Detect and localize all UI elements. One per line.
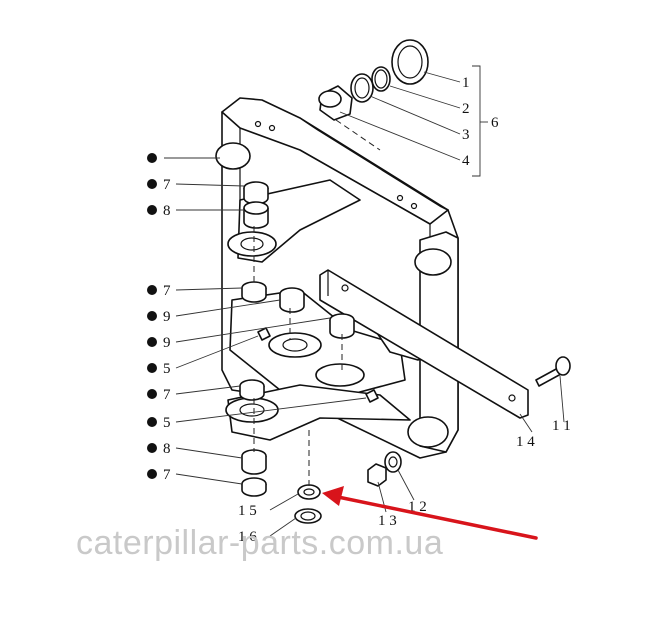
lower-small-parts: [294, 451, 402, 524]
callout-9-a: 9: [163, 309, 171, 325]
callout-13: 1 3: [378, 513, 397, 529]
callout-7-c: 7: [163, 387, 171, 403]
bullet-dot: [147, 311, 157, 321]
callout-11: 1 1: [552, 418, 571, 434]
seal-stack: [318, 39, 429, 121]
callout-7-b: 7: [163, 283, 171, 299]
callout-1: 1: [462, 75, 470, 91]
bullet-dot: [147, 389, 157, 399]
callout-5-b: 5: [163, 415, 171, 431]
callout-15: 1 5: [238, 503, 257, 519]
red-arrow: [322, 486, 538, 540]
watermark-text: caterpillar-parts.com.ua: [76, 524, 443, 562]
bullet-dot: [147, 363, 157, 373]
bullet-dot: [147, 153, 157, 163]
bullet-dot: [147, 205, 157, 215]
bullet-dot: [147, 337, 157, 347]
callout-6: 6: [491, 115, 499, 131]
flat-bar-part: [319, 269, 529, 419]
callout-5-a: 5: [163, 361, 171, 377]
bullet-dot: [147, 469, 157, 479]
bullet-dot: [147, 443, 157, 453]
bolt-part: [535, 356, 571, 387]
bullet-dot: [147, 285, 157, 295]
callout-8-b: 8: [163, 441, 171, 457]
callout-8-a: 8: [163, 203, 171, 219]
callout-4: 4: [462, 153, 470, 169]
bullet-dots: [147, 153, 157, 479]
callout-7-a: 7: [163, 177, 171, 193]
bullet-dot: [147, 179, 157, 189]
callout-9-b: 9: [163, 335, 171, 351]
callout-14: 1 4: [516, 434, 535, 450]
callout-7-d: 7: [163, 467, 171, 483]
red-arrow-shaft: [336, 495, 538, 540]
callout-3: 3: [462, 127, 470, 143]
callout-labels: 1 2 3 4 6 7 8 7 9 9 5 7 5 8 7 1 5 1 6 1 …: [163, 75, 571, 545]
bullet-dot: [147, 417, 157, 427]
bushings-left: [239, 181, 379, 497]
red-arrow-head: [322, 486, 344, 506]
callout-2: 2: [462, 101, 470, 117]
leader-lines: [164, 65, 565, 537]
callout-16: 1 6: [238, 529, 257, 545]
